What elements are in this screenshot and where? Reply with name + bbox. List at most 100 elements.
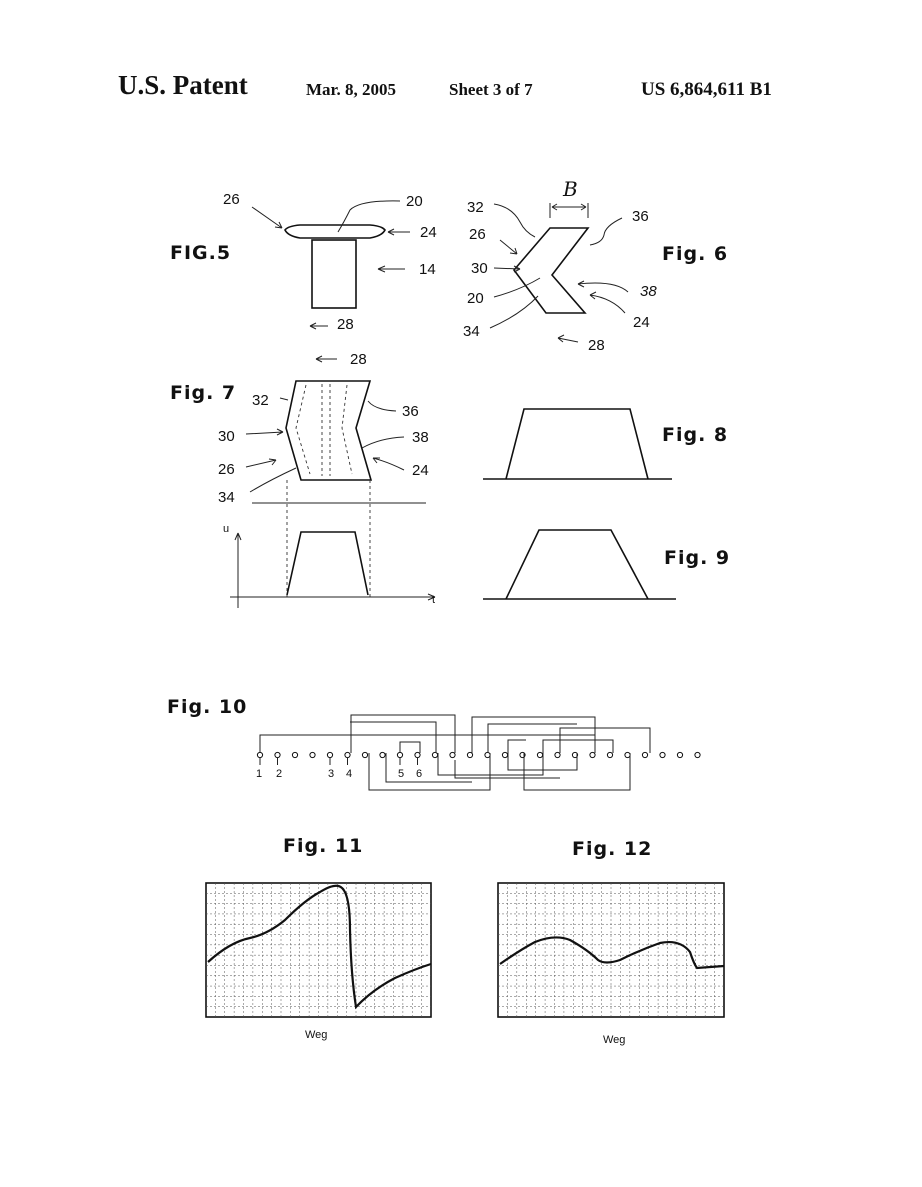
- fig10-terminal: [536, 751, 544, 759]
- fig7-u-axis: [234, 532, 242, 608]
- fig12-trace: [499, 936, 725, 970]
- fig6-arrow-26: [499, 239, 518, 255]
- fig7-signal-trace: [286, 531, 369, 596]
- fig11-label: Fig. 11: [283, 835, 363, 857]
- fig6-ref-24: 24: [633, 314, 650, 331]
- fig10-terminal: [431, 751, 439, 759]
- fig5-head: [284, 224, 386, 239]
- fig10-terminal: [466, 751, 474, 759]
- fig5-drawing: FIG.5 26 20 24 14 28: [170, 191, 437, 333]
- fig9-label: Fig. 9: [664, 547, 730, 569]
- fig5-shank: [311, 239, 357, 309]
- fig9-trapezoid: [505, 529, 649, 600]
- fig7-ref-26: 26: [218, 461, 235, 478]
- fig6-ref-20: 20: [467, 290, 484, 307]
- fig6-beta-symbol: B: [562, 177, 578, 201]
- fig10-terminal-row: [256, 751, 701, 765]
- fig10-terminal: [309, 751, 316, 759]
- fig6-ref-34: 34: [463, 323, 480, 340]
- fig11-gridlines: [206, 883, 431, 1017]
- fig10-terminal-label: 6: [416, 768, 422, 780]
- fig12-xlabel: Weg: [603, 1034, 625, 1046]
- fig7-ref-32: 32: [252, 392, 269, 409]
- fig10-terminal: [624, 751, 631, 759]
- fig6-ref-36: 36: [632, 208, 649, 225]
- fig7-leader-34: [249, 467, 297, 493]
- fig11-drawing: Fig. 11 Weg: [205, 835, 432, 1041]
- fig5-arrow-14: [377, 265, 405, 273]
- fig11-xlabel: Weg: [305, 1029, 327, 1041]
- fig10-terminal: [396, 751, 404, 759]
- fig7-leader-38: [361, 436, 405, 449]
- patent-number: US 6,864,611 B1: [641, 79, 772, 100]
- fig10-terminal: [449, 751, 456, 759]
- fig10-terminal-labels: 1 2 3 4 5 6: [256, 768, 422, 780]
- fig7-ref-30: 30: [218, 428, 235, 445]
- fig10-terminal: [361, 751, 369, 759]
- fig6-ref-26: 26: [469, 226, 486, 243]
- fig10-terminal-label: 1: [256, 768, 262, 780]
- fig5-arrow-26: [251, 206, 283, 229]
- fig6-leader-32: [493, 203, 536, 238]
- fig10-terminal: [256, 751, 264, 759]
- fig10-windings: [259, 714, 651, 791]
- sheet-number: Sheet 3 of 7: [449, 80, 533, 99]
- fig9-drawing: Fig. 9: [483, 529, 730, 600]
- fig7-ref-36: 36: [402, 403, 419, 420]
- fig5-label: FIG.5: [170, 242, 231, 264]
- fig7-leader-36: [367, 400, 397, 412]
- fig5-arrow-24: [387, 228, 410, 236]
- fig10-terminal: [606, 751, 614, 759]
- fig10-terminal: [484, 751, 491, 759]
- fig7-arrow-24: [372, 457, 405, 471]
- fig10-terminal: [694, 751, 701, 759]
- fig10-terminal: [274, 751, 281, 759]
- fig12-label: Fig. 12: [572, 838, 652, 860]
- fig6-ref-30: 30: [471, 260, 488, 277]
- fig7-axis-t: t: [432, 594, 435, 606]
- fig10-terminal: [291, 751, 299, 759]
- fig10-drawing: Fig. 10 1 2 3 4 5 6: [167, 696, 701, 791]
- fig10-terminal-label: 3: [328, 768, 334, 780]
- fig6-label: Fig. 6: [662, 243, 728, 265]
- fig10-terminal: [659, 751, 666, 759]
- fig6-ref-32: 32: [467, 199, 484, 216]
- fig6-arrow-24: [589, 291, 626, 314]
- fig10-terminal: [379, 751, 386, 759]
- fig8-trapezoid: [505, 408, 649, 480]
- fig6-leader-20: [493, 277, 541, 298]
- fig10-terminal-label: 5: [398, 768, 404, 780]
- fig10-terminal: [589, 751, 596, 759]
- fig11-trace: [207, 884, 432, 1010]
- fig10-terminal-label: 2: [276, 768, 282, 780]
- fig5-ref-28: 28: [337, 316, 354, 333]
- fig5-ref-20: 20: [406, 193, 423, 210]
- fig6-arrow-38: [577, 280, 629, 293]
- fig10-label: Fig. 10: [167, 696, 247, 718]
- fig10-terminal-label: 4: [346, 768, 352, 780]
- fig7-ref-34: 34: [218, 489, 235, 506]
- fig5-leader-20: [337, 200, 401, 233]
- fig10-terminal: [676, 751, 684, 759]
- fig10-terminal: [326, 751, 334, 759]
- fig7-ref-38: 38: [412, 429, 429, 446]
- fig6-drawing: Fig. 6 B 32 26 30 20 34 36 38 24 28: [463, 177, 728, 354]
- fig6-ref-38: 38: [640, 283, 657, 300]
- fig6-arrow-30: [493, 265, 521, 273]
- fig5-ref-14: 14: [419, 261, 436, 278]
- fig7-hidden-lines: [295, 384, 353, 476]
- fig12-gridlines: [498, 883, 724, 1017]
- fig10-terminal: [501, 751, 509, 759]
- fig7-t-axis: [230, 593, 436, 601]
- fig10-terminal: [641, 751, 649, 759]
- fig10-terminal: [344, 751, 351, 759]
- fig5-ref-26: 26: [223, 191, 240, 208]
- fig5-arrow-28: [309, 322, 328, 330]
- fig7-drawing: Fig. 7 28 32 36 30 38 26 24 34 u t: [170, 351, 436, 608]
- fig6-chevron: [512, 227, 590, 314]
- fig7-arrow-26: [245, 458, 277, 468]
- fig7-body: [285, 380, 373, 481]
- fig7-label: Fig. 7: [170, 382, 236, 404]
- fig6-leader-34: [489, 295, 539, 329]
- patent-date: Mar. 8, 2005: [306, 80, 397, 99]
